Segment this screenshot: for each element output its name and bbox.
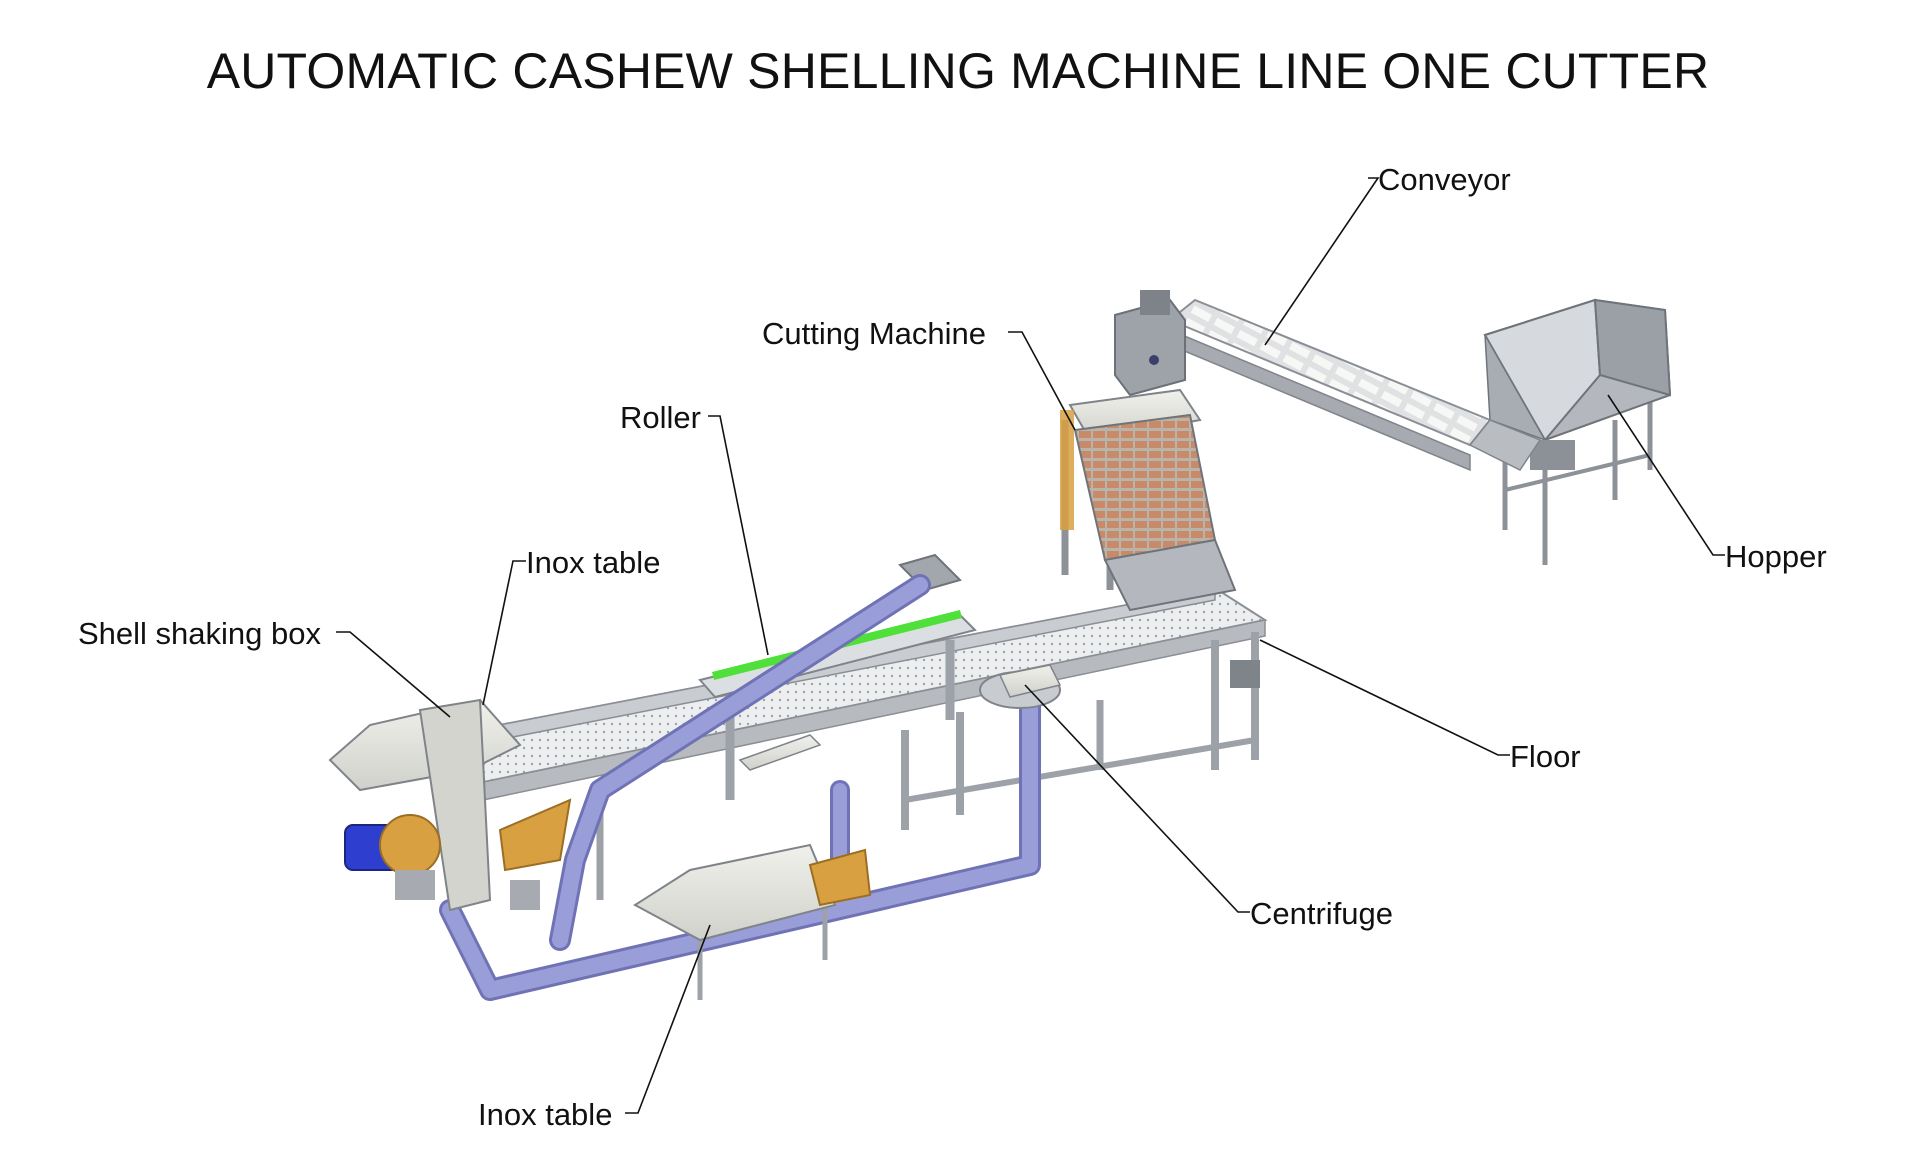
svg-text:Floor: Floor: [1510, 739, 1581, 774]
centrifuge: [979, 664, 1062, 709]
inox-table-lower: [633, 843, 872, 1000]
label-hopper: Hopper: [1607, 394, 1827, 574]
inclined-conveyor: [1114, 290, 1542, 472]
label-floor: Floor: [1259, 639, 1581, 774]
cutting-machine: [1060, 388, 1237, 612]
pneumatic-pipes: [439, 574, 1041, 1001]
svg-text:Conveyor: Conveyor: [1378, 162, 1511, 197]
svg-text:Shell shaking box: Shell shaking box: [78, 616, 321, 651]
label-cutting-machine: Cutting Machine: [762, 316, 1076, 431]
label-inox-table-bottom: Inox table: [478, 924, 711, 1132]
hopper: [1483, 298, 1672, 565]
svg-text:Inox table: Inox table: [526, 545, 660, 580]
svg-text:Cutting Machine: Cutting Machine: [762, 316, 986, 351]
label-shell-shaking-box: Shell shaking box: [78, 616, 451, 718]
svg-text:Roller: Roller: [620, 400, 701, 435]
svg-text:Hopper: Hopper: [1725, 539, 1827, 574]
label-centrifuge: Centrifuge: [1024, 684, 1393, 931]
label-inox-table-top: Inox table: [482, 545, 660, 706]
shell-shaking-box: [328, 698, 572, 912]
diagram-title: AUTOMATIC CASHEW SHELLING MACHINE LINE O…: [206, 43, 1710, 99]
label-conveyor: Conveyor: [1264, 162, 1511, 346]
svg-text:Centrifuge: Centrifuge: [1250, 896, 1393, 931]
svg-text:Inox table: Inox table: [478, 1097, 612, 1132]
label-roller: Roller: [620, 400, 769, 656]
